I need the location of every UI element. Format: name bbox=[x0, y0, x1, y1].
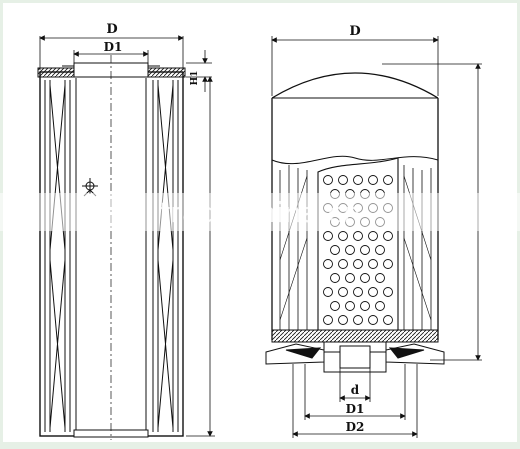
perforation-hole bbox=[353, 287, 363, 297]
perforation-hole bbox=[353, 231, 363, 241]
right-outlet-collar bbox=[323, 341, 387, 373]
perforation-hole bbox=[360, 301, 370, 311]
perforation-hole bbox=[323, 231, 333, 241]
perforation-hole bbox=[323, 259, 333, 269]
perforation-hole bbox=[345, 245, 355, 255]
right-label-d1: D1 bbox=[346, 402, 365, 416]
perforation-hole bbox=[375, 245, 385, 255]
left-label-d1: D1 bbox=[104, 40, 123, 54]
perforation-hole bbox=[330, 245, 340, 255]
right-cutaway-curve bbox=[271, 155, 439, 165]
watermark-band bbox=[0, 193, 520, 231]
perforation-hole bbox=[353, 259, 363, 269]
perforation-hole bbox=[375, 273, 385, 283]
perforation-hole bbox=[360, 273, 370, 283]
perforation-hole bbox=[368, 175, 378, 185]
watermark-text: trade.china.cn bbox=[159, 196, 360, 229]
perforation-hole bbox=[338, 175, 348, 185]
perforation-hole bbox=[383, 315, 393, 325]
perforation-hole bbox=[383, 231, 393, 241]
right-perforated-core bbox=[317, 157, 399, 331]
perforation-hole bbox=[323, 175, 333, 185]
perforation-hole bbox=[383, 175, 393, 185]
right-label-d: D bbox=[349, 24, 360, 39]
perforation-hole bbox=[345, 301, 355, 311]
left-dimensions bbox=[39, 35, 215, 437]
perforation-hole bbox=[345, 273, 355, 283]
perforation-hole bbox=[338, 315, 348, 325]
perforation-hole bbox=[338, 231, 348, 241]
right-dimensions bbox=[271, 36, 482, 438]
perforation-hole bbox=[323, 287, 333, 297]
right-bottom-band bbox=[271, 329, 439, 343]
perforation-hole bbox=[383, 287, 393, 297]
perforation-hole bbox=[368, 287, 378, 297]
perforation-hole bbox=[383, 259, 393, 269]
perforation-hole bbox=[353, 315, 363, 325]
left-cap-right bbox=[147, 67, 186, 78]
perforation-hole bbox=[353, 175, 363, 185]
right-outlet-bore bbox=[339, 345, 371, 369]
perforation-hole bbox=[368, 259, 378, 269]
left-view bbox=[37, 55, 186, 440]
right-label-d2: D2 bbox=[346, 420, 365, 434]
right-dome-cap bbox=[271, 72, 439, 99]
perforation-hole bbox=[375, 301, 385, 311]
perforation-hole bbox=[368, 315, 378, 325]
right-label-bore-d: d bbox=[351, 383, 360, 397]
left-label-d: D bbox=[106, 22, 117, 37]
left-cap-left bbox=[37, 67, 75, 78]
left-label-h1: H1 bbox=[190, 71, 200, 86]
perforation-hole bbox=[360, 245, 370, 255]
perforation-hole bbox=[338, 259, 348, 269]
perforation-hole bbox=[330, 273, 340, 283]
right-view bbox=[265, 72, 445, 373]
perforation-hole bbox=[338, 287, 348, 297]
perforation-hole bbox=[323, 315, 333, 325]
perforation-hole bbox=[368, 231, 378, 241]
perforation-hole bbox=[330, 301, 340, 311]
